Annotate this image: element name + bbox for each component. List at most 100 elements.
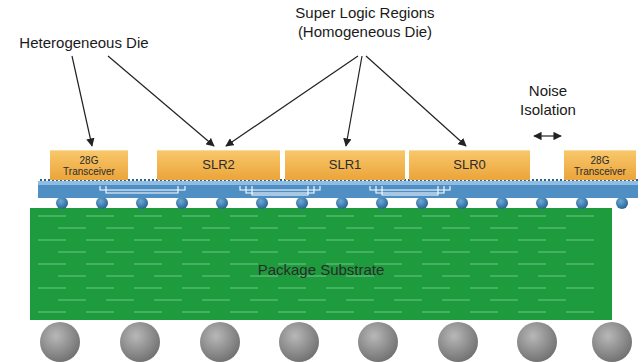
substrate-layer [278,239,306,240]
substrate-layer [442,299,470,300]
solder-ball [279,322,319,362]
substrate-layer [134,263,162,264]
substrate-layer [470,287,498,288]
substrate-layer [86,311,114,312]
substrate-layer [106,251,134,252]
substrate-layer [38,287,66,288]
substrate-layer [538,251,566,252]
micro-bump [544,179,546,181]
micro-bump [536,179,538,181]
substrate-layer [422,215,450,216]
substrate-layer [134,311,162,312]
micro-bump [556,179,558,181]
substrate-layer [106,275,134,276]
interposer-top [38,181,638,185]
callout-label: Heterogeneous Die [14,34,154,53]
substrate-layer [490,251,518,252]
c4-bump [216,197,228,209]
substrate-layer [202,251,230,252]
substrate-layer [470,215,498,216]
substrate-layer [154,227,182,228]
substrate-layer [182,263,210,264]
slr-die: SLR2 [157,150,280,180]
substrate-layer [134,215,162,216]
substrate-layer [566,263,594,264]
substrate-layer [538,299,566,300]
substrate-layer [134,239,162,240]
substrate-layer [230,311,258,312]
solder-ball [592,322,632,362]
slr-die: SLR0 [409,150,530,180]
substrate-layer [38,263,66,264]
node-text: SLR2 [202,158,235,172]
solder-ball [40,322,80,362]
substrate-layer [326,311,354,312]
substrate-layer [278,215,306,216]
substrate-layer [58,251,86,252]
leader-arrow [346,56,362,146]
substrate-layer [374,215,402,216]
substrate-layer [470,239,498,240]
substrate-layer [86,287,114,288]
substrate-layer [518,239,546,240]
c4-bump [496,197,508,209]
solder-ball [438,322,478,362]
substrate-layer [38,215,66,216]
substrate-layer [298,227,326,228]
substrate-layer [298,299,326,300]
interposer-traces [100,186,450,195]
substrate-layer [422,287,450,288]
slr-die: SLR1 [285,150,405,180]
substrate-layer [326,239,354,240]
substrate-layer [566,215,594,216]
c4-bump [456,197,468,209]
isolation-arrow [534,135,561,136]
substrate-layer [490,275,518,276]
c4-bump [176,197,188,209]
c4-bump [256,197,268,209]
substrate-layer [250,227,278,228]
micro-bump [148,179,150,181]
micro-bump [44,179,46,181]
c4-bump [536,197,548,209]
substrate-layer [394,251,422,252]
substrate-layer [58,275,86,276]
substrate-layer [154,251,182,252]
substrate-layer [346,227,374,228]
leader-arrows [72,56,561,146]
node-text: SLR0 [453,158,486,172]
substrate-layer [182,215,210,216]
leader-arrow [72,56,92,146]
micro-bump [128,179,130,181]
substrate-layer [442,251,470,252]
substrate-layer [566,287,594,288]
substrate-layer [86,263,114,264]
c4-bump [376,197,388,209]
substrate-layer [394,299,422,300]
substrate-layer [230,287,258,288]
substrate-layer [394,275,422,276]
substrate-layer [374,311,402,312]
substrate-layer [374,239,402,240]
micro-bump [532,179,534,181]
substrate-layer [154,299,182,300]
substrate-layer [182,311,210,312]
transceiver-die: 28G Transceiver [50,150,128,180]
substrate-layer [490,227,518,228]
substrate-layer [278,311,306,312]
c4-bump [416,197,428,209]
substrate-layer [442,275,470,276]
substrate-layer [374,287,402,288]
substrate-layer [38,239,66,240]
substrate-label-box: Package Substrate [30,250,612,290]
substrate-layer [566,311,594,312]
node-text: Package Substrate [258,262,385,279]
substrate-layer [38,311,66,312]
node-text: 28G Transceiver [53,155,125,177]
substrate-layer [182,287,210,288]
micro-bump [152,179,154,181]
substrate-layer [106,227,134,228]
substrate-layer [394,227,422,228]
